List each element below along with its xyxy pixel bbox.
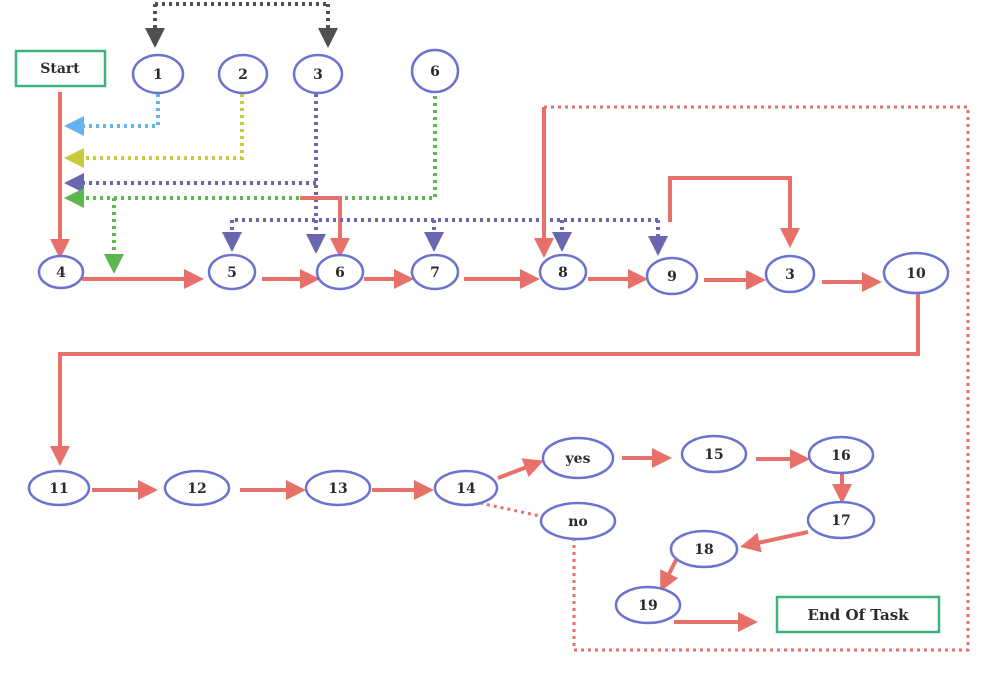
edge-1-to-start-line: [64, 94, 160, 136]
node-label: 13: [328, 481, 347, 497]
node-no: no: [539, 501, 617, 541]
node-label: 15: [704, 447, 723, 463]
node-label: 6: [335, 265, 345, 281]
node-14: 14: [433, 469, 499, 507]
edge-14-to-no: [479, 501, 541, 518]
node-16: 16: [807, 435, 875, 475]
edge-10-to-11: [50, 292, 920, 466]
node-15: 15: [680, 434, 748, 474]
edge-solid-into-r6: [300, 196, 350, 258]
node-label: 5: [227, 265, 237, 281]
node-label: 9: [667, 269, 677, 285]
start-label: Start: [40, 61, 80, 77]
node-6: 6: [315, 253, 365, 291]
node-label: 14: [456, 481, 476, 497]
task-node-6-top: 6: [410, 48, 460, 94]
node-label: 8: [558, 265, 568, 281]
task-node-3: 3: [292, 53, 344, 95]
nodes: Start 1 2 3 6 4 5 6: [14, 48, 950, 634]
edge-no-to-8-loop: [544, 105, 970, 652]
end-node: End Of Task: [775, 595, 941, 634]
node-8: 8: [538, 253, 588, 291]
node-19: 19: [614, 585, 682, 625]
node-17: 17: [806, 500, 876, 540]
edges: [50, 2, 970, 652]
node-4: 4: [37, 254, 85, 290]
node-label: 17: [831, 513, 850, 529]
node-5: 5: [207, 253, 257, 291]
node-label: 18: [694, 542, 713, 558]
node-label: 3: [785, 267, 795, 283]
node-13: 13: [304, 469, 372, 507]
edge-14-to-yes: [497, 458, 544, 480]
node-label: 16: [831, 448, 850, 464]
end-label: End Of Task: [807, 606, 909, 624]
node-18: 18: [669, 529, 739, 569]
start-node: Start: [14, 49, 107, 88]
task-node-2: 2: [217, 53, 269, 95]
node-label: 3: [313, 67, 323, 83]
edge-loop-9-to-3: [668, 176, 800, 248]
node-label: 19: [638, 598, 657, 614]
node-12: 12: [163, 469, 231, 507]
node-label: 10: [906, 266, 926, 282]
node-11: 11: [27, 469, 91, 507]
node-label: 1: [153, 67, 163, 83]
node-label: yes: [565, 451, 591, 467]
node-9: 9: [645, 256, 699, 296]
node-label: 11: [49, 481, 68, 497]
node-label: 6: [430, 64, 440, 80]
edge-17-to-18: [740, 530, 809, 553]
node-yes: yes: [541, 436, 615, 480]
node-3: 3: [764, 254, 816, 294]
node-label: no: [568, 514, 588, 530]
node-10: 10: [882, 251, 950, 295]
node-label: 2: [238, 67, 248, 83]
edge-2-to-start-line: [64, 94, 244, 168]
edge-18-to-19: [660, 559, 679, 592]
node-label: 4: [56, 265, 66, 281]
task-node-1: 1: [131, 53, 185, 95]
node-label: 12: [187, 481, 206, 497]
node-label: 7: [430, 265, 440, 281]
node-7: 7: [410, 253, 460, 291]
